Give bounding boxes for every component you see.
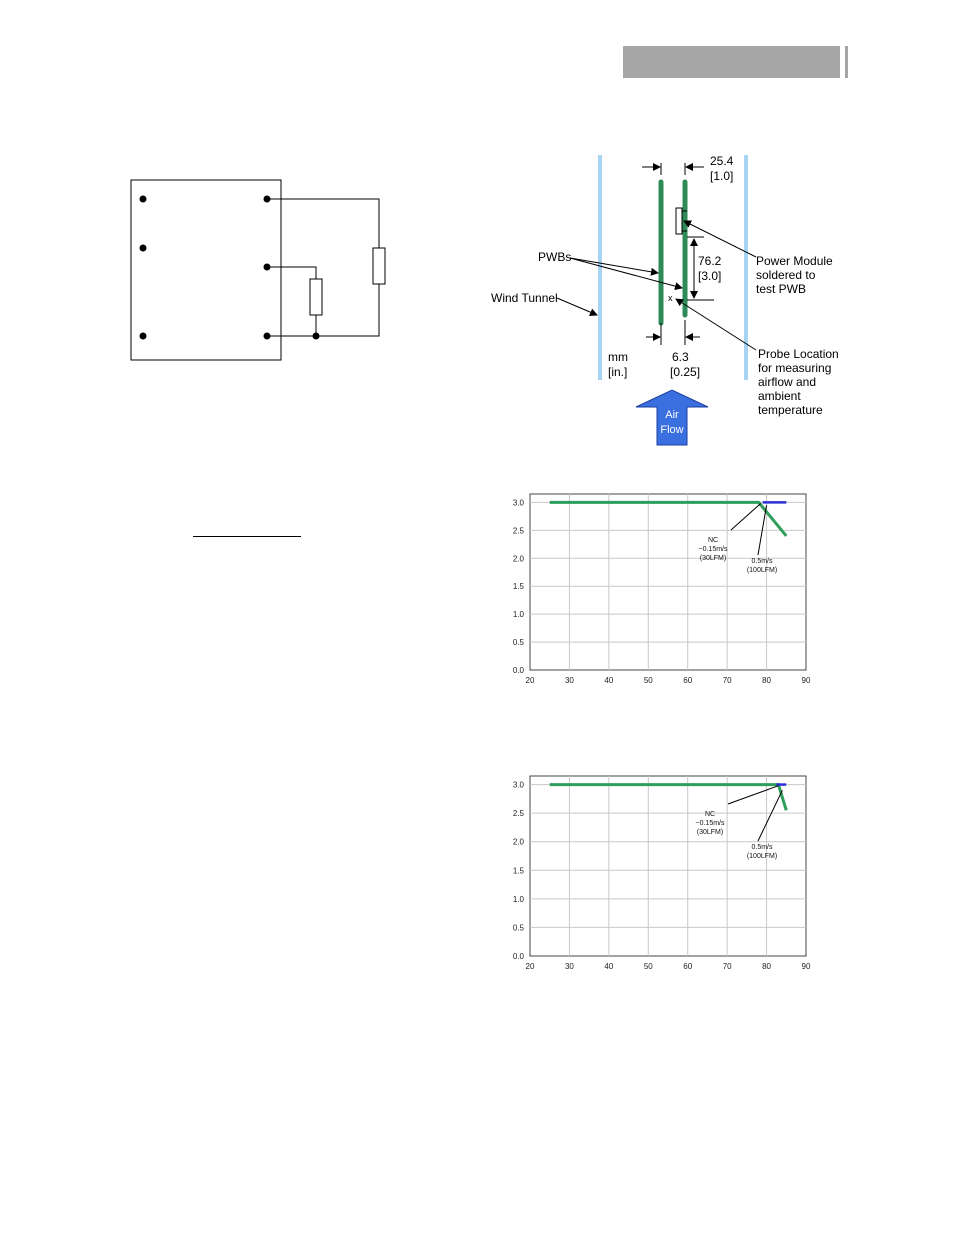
plot-area bbox=[529, 493, 807, 671]
x-tick-label: 80 bbox=[762, 962, 771, 971]
y-tick-label: 3.0 bbox=[513, 498, 525, 507]
y-tick-label: 1.0 bbox=[513, 610, 525, 619]
dim-gap: 6.3 bbox=[672, 350, 689, 364]
y-tick-label: 0.5 bbox=[513, 923, 525, 932]
units-mm: mm bbox=[608, 350, 628, 364]
derating-chart-1: 20 30 40 50 60 70 80 90 0.0 0.5 1.0 1.5 2.0 2.5 3.0NC ~… bbox=[513, 493, 811, 685]
module-box bbox=[130, 179, 282, 361]
x-tick-label: 20 bbox=[526, 962, 535, 971]
y-tick-label: 0.0 bbox=[513, 952, 525, 961]
y-tick-label: 2.0 bbox=[513, 838, 525, 847]
annotation-text: (100LFM) bbox=[747, 853, 777, 860]
plot-area bbox=[529, 775, 807, 957]
probe-marker: x bbox=[668, 293, 673, 303]
wind-tunnel-diagram: 25.4 [1.0] 76.2 [3.0] 6.3 [0.25] mm [in.… bbox=[491, 154, 839, 446]
y-tick-label: 1.5 bbox=[513, 582, 525, 591]
x-tick-label: 60 bbox=[683, 962, 692, 971]
y-tick-label: 2.5 bbox=[513, 526, 525, 535]
label-probe-4: ambient bbox=[758, 389, 801, 403]
annotation-text: (30LFM) bbox=[700, 555, 726, 562]
label-module-1: Power Module bbox=[756, 254, 833, 268]
annotation-text: ~0.15m/s bbox=[699, 546, 728, 553]
annotation-leader bbox=[727, 785, 779, 805]
label-module-2: soldered to bbox=[756, 268, 816, 282]
annotation-leader bbox=[757, 505, 768, 556]
resistor bbox=[372, 247, 386, 285]
x-tick-label: 40 bbox=[604, 962, 613, 971]
y-tick-label: 3.0 bbox=[513, 781, 525, 790]
test-circuit-diagram bbox=[130, 179, 386, 361]
annotation-text: ~0.15m/s bbox=[696, 820, 725, 827]
x-tick-label: 50 bbox=[644, 676, 653, 685]
y-tick-label: 1.0 bbox=[513, 895, 525, 904]
label-probe-3: airflow and bbox=[758, 375, 816, 389]
x-tick-label: 30 bbox=[565, 962, 574, 971]
dim-spacing-in: [1.0] bbox=[710, 169, 733, 183]
junction-dot bbox=[312, 332, 320, 340]
y-tick-label: 1.5 bbox=[513, 866, 525, 875]
x-tick-label: 30 bbox=[565, 676, 574, 685]
dim-spacing: 25.4 bbox=[710, 154, 734, 168]
label-wind-tunnel: Wind Tunnel bbox=[491, 291, 558, 305]
x-tick-label: 50 bbox=[644, 962, 653, 971]
dim-height-in: [3.0] bbox=[698, 269, 721, 283]
x-tick-label: 20 bbox=[526, 676, 535, 685]
section-underline bbox=[193, 536, 301, 537]
airflow-label-2: Flow bbox=[660, 424, 683, 436]
power-module bbox=[675, 207, 683, 235]
resistor bbox=[309, 278, 323, 316]
annotation-leader bbox=[730, 503, 761, 531]
label-probe-2: for measuring bbox=[758, 361, 831, 375]
derating-chart-2: 20 30 40 50 60 70 80 90 0.0 0.5 1.0 1.5 2.0 2.5 3.0NC ~… bbox=[513, 775, 811, 971]
terminal-dot bbox=[139, 332, 147, 340]
series-line-0 bbox=[549, 500, 788, 537]
annotation-leader bbox=[757, 790, 783, 842]
annotation-text: (100LFM) bbox=[747, 567, 777, 574]
x-tick-label: 70 bbox=[723, 676, 732, 685]
terminal-dot bbox=[139, 244, 147, 252]
terminal-dot bbox=[139, 195, 147, 203]
y-tick-label: 0.0 bbox=[513, 666, 525, 675]
header-bar bbox=[623, 46, 848, 78]
wire bbox=[267, 266, 317, 279]
units-in: [in.] bbox=[608, 365, 627, 379]
label-module-3: test PWB bbox=[756, 282, 806, 296]
dim-gap-in: [0.25] bbox=[670, 365, 700, 379]
annotation-text: NC bbox=[708, 537, 718, 544]
y-tick-label: 0.5 bbox=[513, 638, 525, 647]
wire bbox=[267, 284, 380, 337]
x-tick-label: 60 bbox=[683, 676, 692, 685]
x-tick-label: 90 bbox=[802, 676, 811, 685]
y-tick-label: 2.0 bbox=[513, 554, 525, 563]
annotation-text: 0.5m/s bbox=[751, 844, 773, 851]
airflow-arrow bbox=[635, 389, 709, 446]
dim-height: 76.2 bbox=[698, 254, 722, 268]
x-tick-label: 80 bbox=[762, 676, 771, 685]
annotation-text: (30LFM) bbox=[697, 829, 723, 836]
wire bbox=[267, 198, 380, 248]
annotation-text: NC bbox=[705, 811, 715, 818]
x-tick-label: 70 bbox=[723, 962, 732, 971]
x-tick-label: 90 bbox=[802, 962, 811, 971]
annotation-text: 0.5m/s bbox=[751, 558, 773, 565]
label-probe-5: temperature bbox=[758, 403, 823, 417]
airflow-label-1: Air bbox=[665, 409, 679, 421]
y-tick-label: 2.5 bbox=[513, 809, 525, 818]
label-probe-1: Probe Location bbox=[758, 347, 839, 361]
x-tick-label: 40 bbox=[604, 676, 613, 685]
label-pwbs: PWBs bbox=[538, 250, 571, 264]
